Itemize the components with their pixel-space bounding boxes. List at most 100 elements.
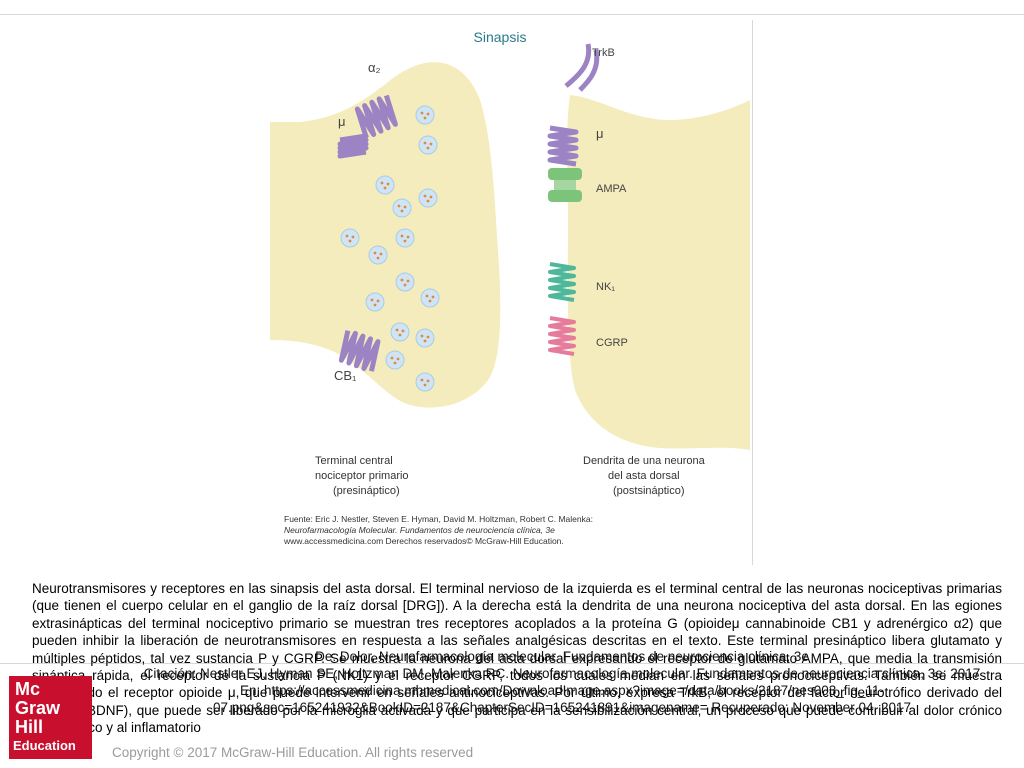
presynaptic-terminal — [270, 62, 501, 408]
logo-line: Mc — [15, 679, 41, 699]
vesicle-dot — [423, 194, 427, 198]
trkb-label: TrkB — [592, 47, 615, 59]
postsynaptic-label-block: Dendrita de una neurona del asta dorsal … — [583, 455, 706, 497]
vesicle-dot — [426, 146, 430, 150]
cgrp-receptor-icon — [548, 316, 576, 356]
vesicle-dot — [395, 328, 399, 332]
vesicle-dot — [426, 112, 430, 116]
vesicle-dot — [426, 199, 430, 203]
caption-divider — [0, 663, 1024, 664]
vesicle-dot — [428, 299, 432, 303]
presynaptic-label-line: (presináptico) — [333, 485, 400, 497]
vesicle-dot — [403, 283, 407, 287]
vesicle-dot — [348, 239, 352, 243]
vesicle — [415, 328, 435, 348]
source-line: www.accessmedicina.com Derechos reservad… — [283, 536, 564, 546]
citation-source: De: Dolor, Neurofarmacología molecular. … — [315, 649, 809, 664]
nk1-label: NK₁ — [596, 281, 615, 293]
vesicle-dot — [376, 256, 380, 260]
figure-title: Sinapsis — [474, 29, 527, 45]
vesicle-dot — [400, 209, 404, 213]
vesicle — [420, 288, 440, 308]
vesicle-dot — [386, 182, 390, 186]
source-line: Fuente: Eric J. Nestler, Steven E. Hyman… — [284, 514, 593, 524]
logo-line: Hill — [15, 717, 44, 737]
vesicle — [415, 105, 435, 125]
vesicle — [418, 135, 438, 155]
vesicle-dot — [426, 335, 430, 339]
vesicle-dot — [423, 339, 427, 343]
presynaptic-label-line: Terminal central — [315, 455, 393, 467]
mu-postsynaptic-label: μ — [596, 126, 604, 141]
copyright-notice: Copyright © 2017 McGraw-Hill Education. … — [112, 745, 474, 760]
vesicle-dot — [403, 239, 407, 243]
synaptic-vesicles — [340, 105, 440, 392]
vesicle-dot — [400, 278, 404, 282]
vesicle-dot — [380, 181, 384, 185]
vesicle — [390, 322, 410, 342]
ampa-label: AMPA — [596, 183, 627, 195]
vesicle-dot — [345, 234, 349, 238]
postsynaptic-label-line: del asta dorsal — [608, 470, 680, 482]
vesicle-dot — [373, 303, 377, 307]
vesicle — [395, 228, 415, 248]
alpha2-label: α₂ — [368, 60, 381, 75]
vesicle — [365, 292, 385, 312]
vesicle-dot — [420, 378, 424, 382]
vesicle — [340, 228, 360, 248]
vesicle-dot — [423, 141, 427, 145]
figure-source-block: Fuente: Eric J. Nestler, Steven E. Hyman… — [283, 514, 593, 546]
vesicle-dot — [423, 383, 427, 387]
vesicle-dot — [401, 329, 405, 333]
vesicle-dot — [376, 299, 380, 303]
logo-line: Graw — [15, 698, 61, 718]
vesicle-dot — [400, 234, 404, 238]
vesicle-dot — [393, 361, 397, 365]
trkb-receptor-icon — [564, 43, 600, 92]
vesicle-dot — [420, 111, 424, 115]
cb1-receptor-icon — [338, 330, 381, 372]
vesicle-dot — [379, 252, 383, 256]
synapse-diagram: Sinapsis α₂ μ CB₁ TrkB μ AMPA NK₁ CGRP T — [270, 29, 750, 546]
vesicle-dot — [370, 298, 374, 302]
vesicle-dot — [425, 294, 429, 298]
vesicle — [395, 272, 415, 292]
mu-receptor-presynaptic-icon — [337, 133, 369, 159]
vesicle-dot — [396, 357, 400, 361]
ampa-receptor-icon — [548, 168, 582, 202]
postsynaptic-label-line: Dendrita de una neurona — [583, 455, 706, 467]
vesicle-dot — [406, 279, 410, 283]
mu-receptor-postsynaptic-icon — [547, 125, 579, 167]
vesicle-dot — [397, 204, 401, 208]
vesicle-dot — [431, 295, 435, 299]
cgrp-label: CGRP — [596, 337, 628, 349]
citation-url-continued[interactable]: 07.png&sec=165241932&BookID=2187&Chapter… — [212, 700, 911, 715]
citation-url[interactable]: En: https://accessmedicina.mhmedical.com… — [240, 683, 884, 698]
mcgraw-hill-logo: Mc Graw Hill Education — [9, 676, 92, 759]
vesicle-dot — [423, 116, 427, 120]
logo-line: Education — [13, 738, 76, 753]
vesicle-dot — [420, 334, 424, 338]
vesicle-dot — [383, 186, 387, 190]
nk1-receptor-icon — [548, 262, 576, 302]
vesicle-dot — [390, 356, 394, 360]
vesicle-dot — [429, 195, 433, 199]
citation-block: De: Dolor, Neurofarmacología molecular. … — [112, 648, 1012, 716]
presynaptic-label-line: nociceptor primario — [315, 470, 409, 482]
logo-text: Mc Graw Hill — [15, 680, 60, 737]
vesicle — [368, 245, 388, 265]
source-line: Neurofarmacología Molecular. Fundamentos… — [284, 525, 555, 535]
vesicle-dot — [373, 251, 377, 255]
vesicle-dot — [351, 235, 355, 239]
vesicle-dot — [403, 205, 407, 209]
vesicle-dot — [429, 142, 433, 146]
vesicle — [375, 175, 395, 195]
vesicle-dot — [406, 235, 410, 239]
vesicle — [418, 188, 438, 208]
vesicle — [392, 198, 412, 218]
postsynaptic-dendrite — [567, 95, 750, 450]
vesicle-dot — [426, 379, 430, 383]
presynaptic-label-block: Terminal central nociceptor primario (pr… — [315, 455, 409, 497]
citation-reference: Citación: Nestler EJ, Hyman SE, Holtzman… — [143, 666, 981, 681]
alpha2-receptor-icon — [354, 94, 398, 139]
